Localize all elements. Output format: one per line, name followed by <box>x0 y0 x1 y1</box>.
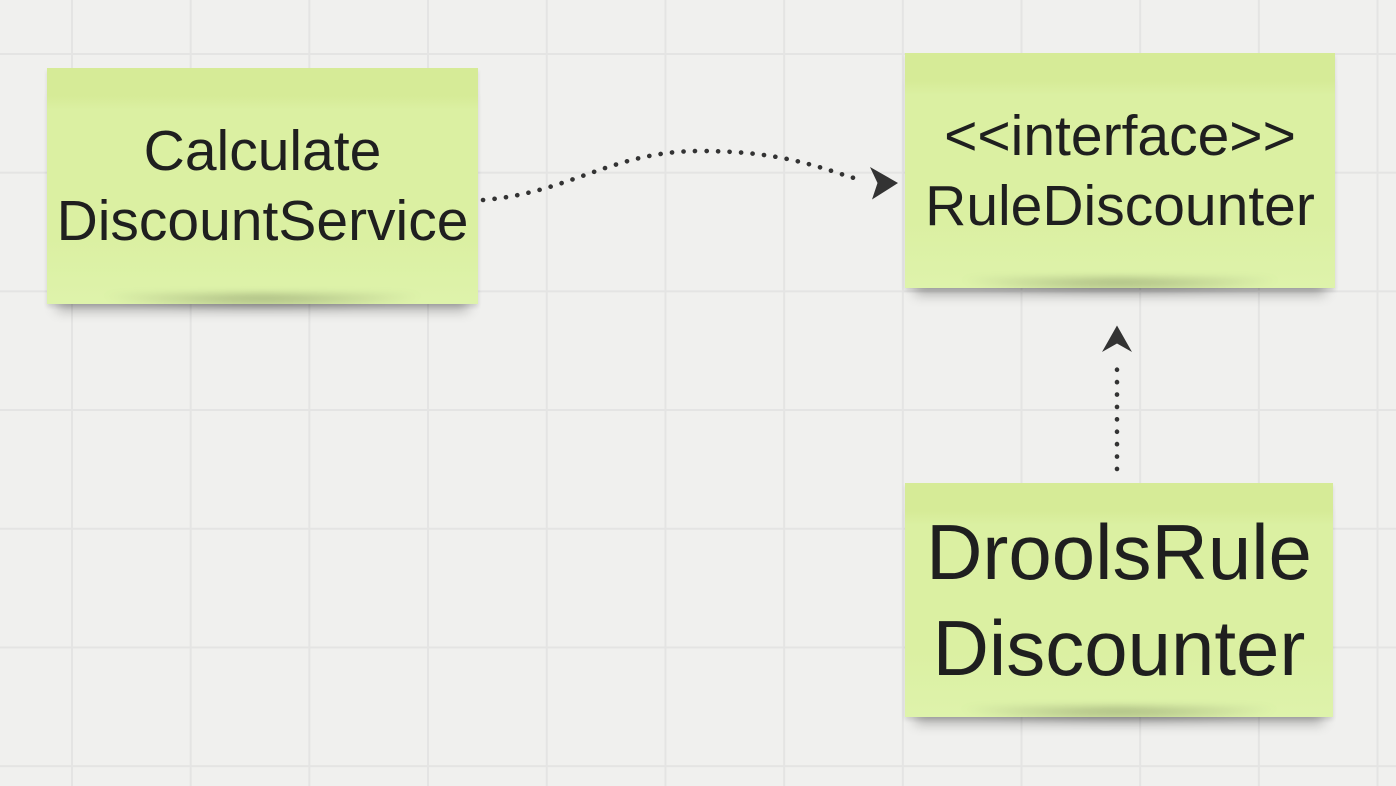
sticky-note-rule-discounter-interface[interactable]: <<interface>> RuleDiscounter <box>905 53 1335 288</box>
implementation-arrow-drools-to-rulediscounter[interactable] <box>1102 325 1132 472</box>
dependency-arrow-calculate-to-rulediscounter[interactable] <box>480 148 898 203</box>
arrowhead-right-icon <box>870 167 898 200</box>
dotted-connector-line[interactable] <box>480 148 864 203</box>
sticky-note-text-line: RuleDiscounter <box>925 173 1315 238</box>
sticky-note-text-line: DiscountService <box>56 189 469 253</box>
sticky-note-text-line: DroolsRule <box>926 508 1312 596</box>
sticky-note-text-line: Calculate <box>143 119 382 183</box>
sticky-note-text-line: Discounter <box>932 604 1306 692</box>
sticky-note-calculate-discount-service[interactable]: Calculate DiscountService <box>47 68 478 304</box>
sticky-note-text-line: <<interface>> <box>944 103 1296 168</box>
sticky-note-drools-rule-discounter[interactable]: DroolsRule Discounter <box>905 483 1333 717</box>
arrowhead-up-icon <box>1102 325 1132 352</box>
